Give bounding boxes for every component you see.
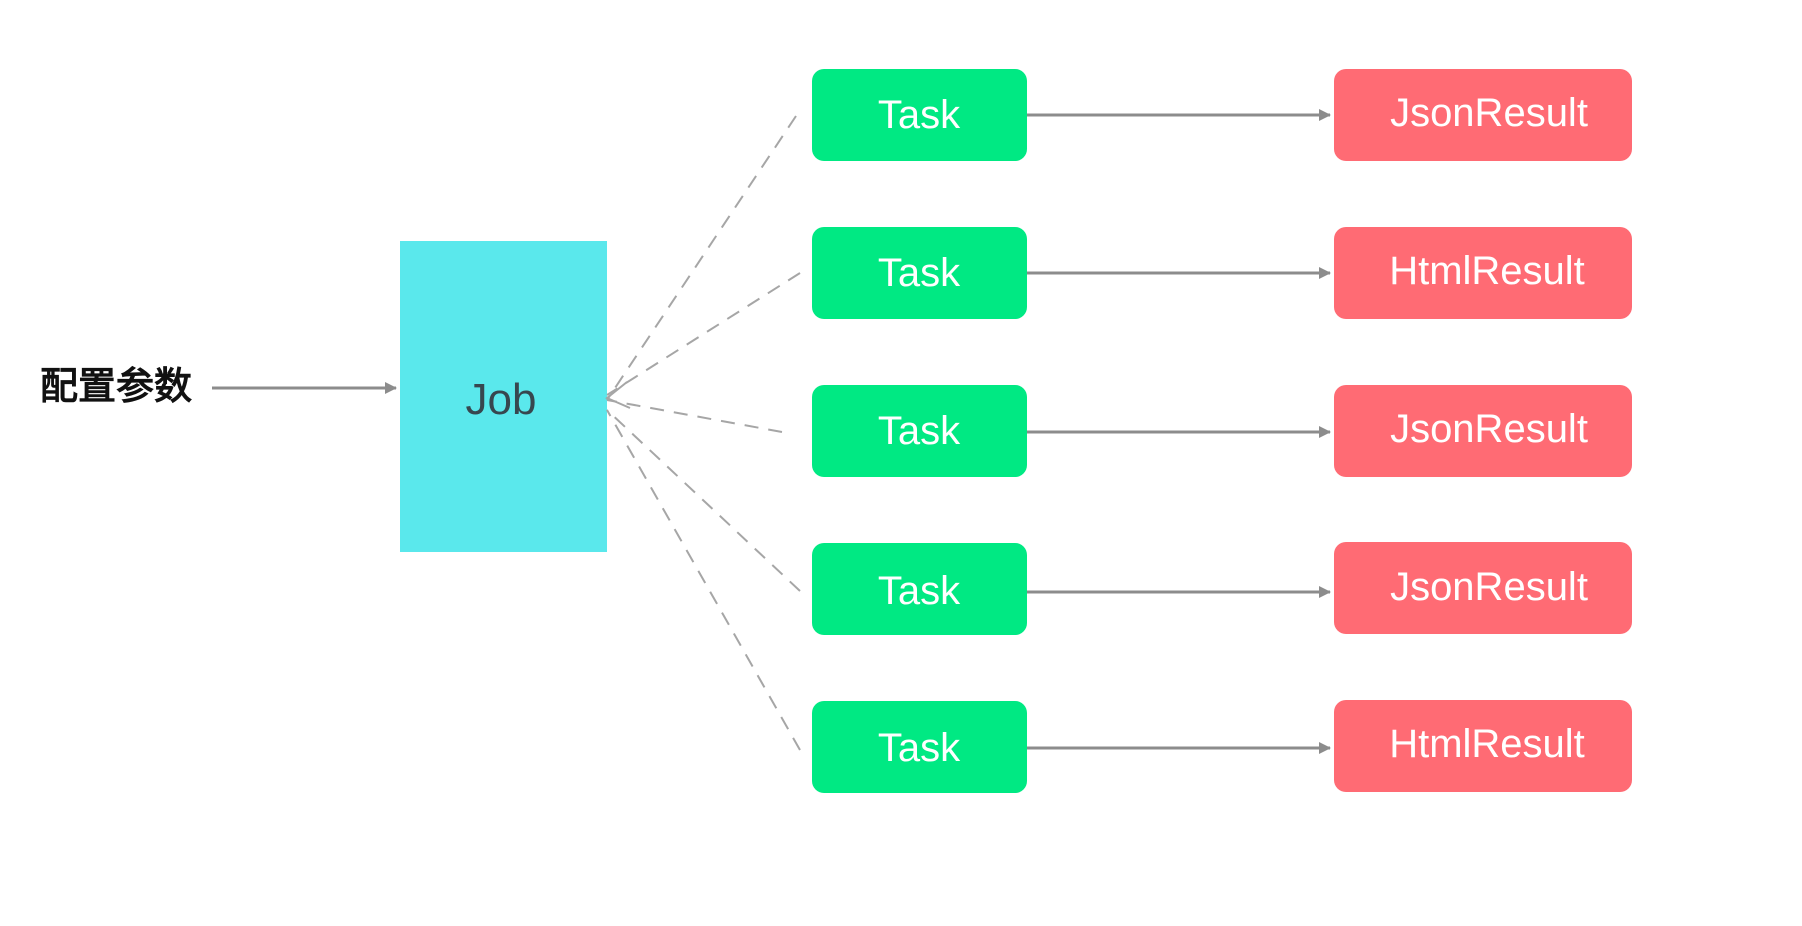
- task-label: Task: [878, 409, 961, 453]
- task-row: Task JsonResult: [812, 69, 1632, 161]
- task-row: Task JsonResult: [812, 542, 1632, 635]
- task-box: [812, 227, 1027, 319]
- dashed-arrowhead: [605, 381, 631, 409]
- task-box: [812, 543, 1027, 635]
- dashed-connector: [606, 115, 797, 401]
- task-row: Task HtmlResult: [812, 700, 1632, 793]
- result-label: JsonResult: [1390, 91, 1588, 135]
- task-box: [812, 701, 1027, 793]
- task-box: [812, 69, 1027, 161]
- task-row: Task HtmlResult: [812, 227, 1632, 319]
- task-box: [812, 385, 1027, 477]
- dashed-connector: [606, 399, 783, 433]
- dashed-connectors: [606, 115, 801, 751]
- result-box: [1334, 227, 1632, 319]
- result-box: [1334, 385, 1632, 477]
- result-box: [1334, 542, 1632, 634]
- input-label: 配置参数: [40, 364, 192, 408]
- dashed-connector: [606, 272, 801, 396]
- dashed-connector: [606, 409, 801, 751]
- task-row: Task JsonResult: [812, 385, 1632, 477]
- result-label: HtmlResult: [1389, 722, 1585, 766]
- task-label: Task: [878, 569, 961, 613]
- result-label: HtmlResult: [1389, 249, 1585, 293]
- result-box: [1334, 69, 1632, 161]
- job-label: Job: [466, 375, 537, 424]
- task-label: Task: [878, 251, 961, 295]
- result-box: [1334, 700, 1632, 792]
- dashed-connector: [606, 409, 801, 592]
- result-label: JsonResult: [1390, 407, 1588, 451]
- result-label: JsonResult: [1390, 565, 1588, 609]
- task-label: Task: [878, 93, 961, 137]
- job-box: [400, 241, 607, 552]
- task-label: Task: [878, 726, 961, 770]
